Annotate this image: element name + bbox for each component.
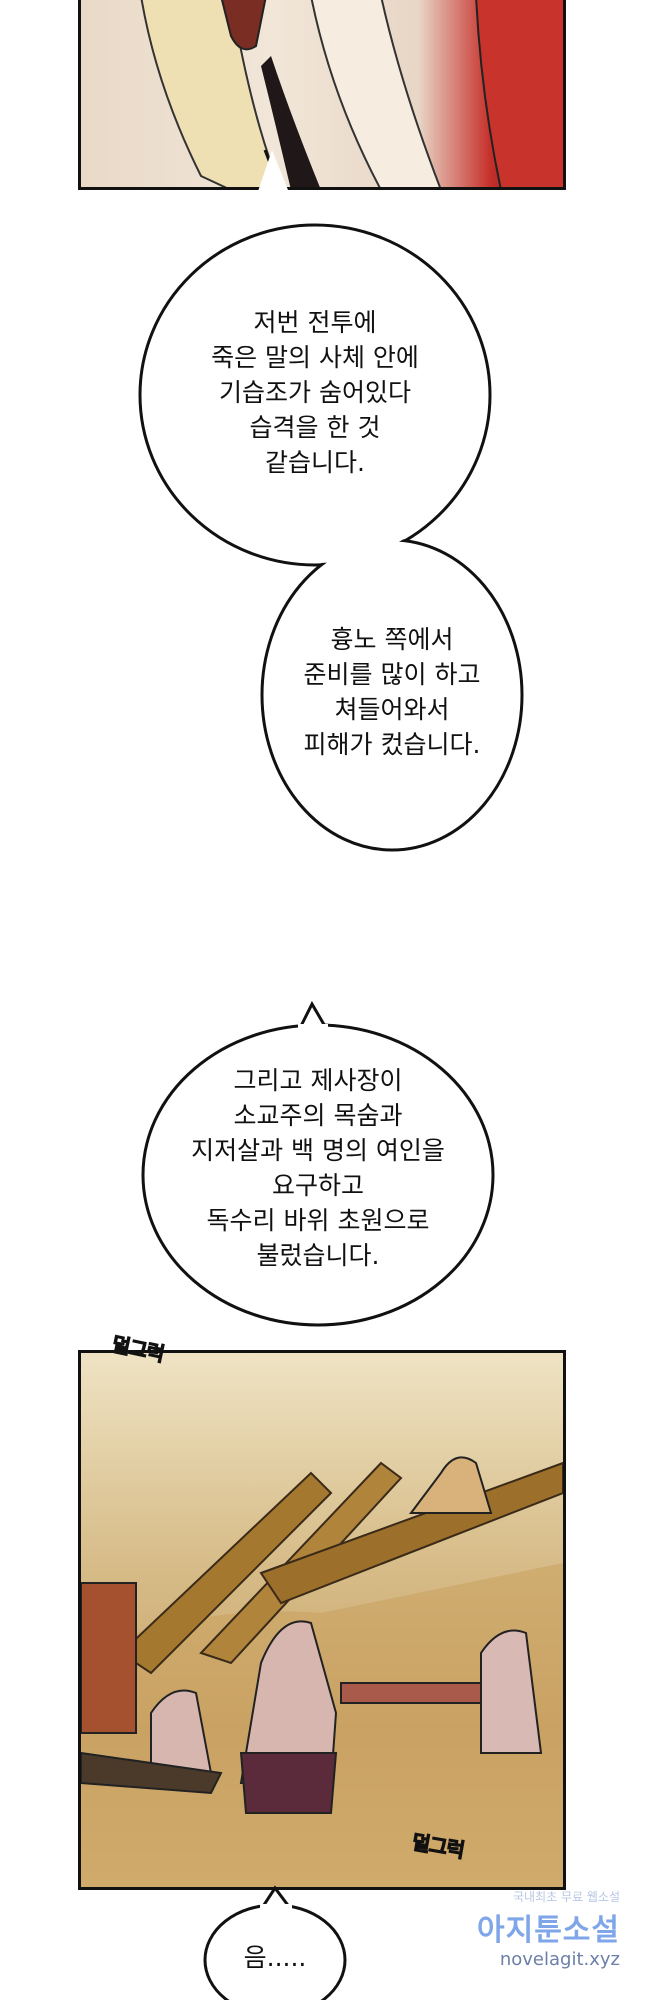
bubble-1-line: 같습니다. <box>265 448 365 477</box>
speech-bubble-outline-4 <box>203 1885 347 2000</box>
bubble-3-line: 독수리 바위 초원으로 <box>206 1206 430 1235</box>
bubble-3-line: 불렀습니다. <box>256 1241 380 1270</box>
bubble-2-line: 준비를 많이 하고 <box>303 660 481 689</box>
speech-bubble-outline-1 <box>138 149 524 852</box>
bubble-2-line: 피해가 컸습니다. <box>303 730 481 759</box>
bubble-2-line: 쳐들어와서 <box>334 695 450 724</box>
speech-bubble-3: 그리고 제사장이 소교주의 목숨과 지저살과 백 명의 여인을 요구하고 독수리… <box>133 1063 503 1273</box>
watermark: 국내최초 무료 웹소설 아지툰소설 novelagit.xyz <box>477 1888 620 1970</box>
bubble-4-line: 음..... <box>243 1943 307 1972</box>
speech-bubble-outline-3 <box>141 1000 495 1327</box>
bubble-1-line: 습격을 한 것 <box>249 413 381 442</box>
comic-panel-top <box>78 0 566 190</box>
bubble-3-line: 그리고 제사장이 <box>233 1066 403 1095</box>
watermark-line-1: 국내최초 무료 웹소설 <box>513 1890 620 1904</box>
panel-top-art <box>140 0 563 187</box>
bubble-3-line: 지저살과 백 명의 여인을 <box>191 1136 445 1165</box>
watermark-line-3: novelagit.xyz <box>499 1949 620 1970</box>
speech-bubble-1: 저번 전투에 죽은 말의 사체 안에 기습조가 숨어있다 습격을 한 것 같습니… <box>165 305 465 480</box>
watermark-line-2: 아지툰소설 <box>477 1913 620 1948</box>
speech-bubble-4: 음..... <box>215 1940 335 1975</box>
bubble-1-line: 기습조가 숨어있다 <box>219 378 411 407</box>
panel-bottom-art <box>81 1456 563 1887</box>
bubble-1-line: 죽은 말의 사체 안에 <box>211 343 419 372</box>
speech-bubble-2: 흉노 쪽에서 준비를 많이 하고 쳐들어와서 피해가 컸습니다. <box>242 622 542 762</box>
bubble-1-line: 저번 전투에 <box>253 308 377 337</box>
comic-panel-bottom <box>78 1350 566 1890</box>
bubble-3-line: 요구하고 <box>271 1171 364 1200</box>
bubble-3-line: 소교주의 목숨과 <box>233 1101 403 1130</box>
bubble-2-line: 흉노 쪽에서 <box>330 625 454 654</box>
